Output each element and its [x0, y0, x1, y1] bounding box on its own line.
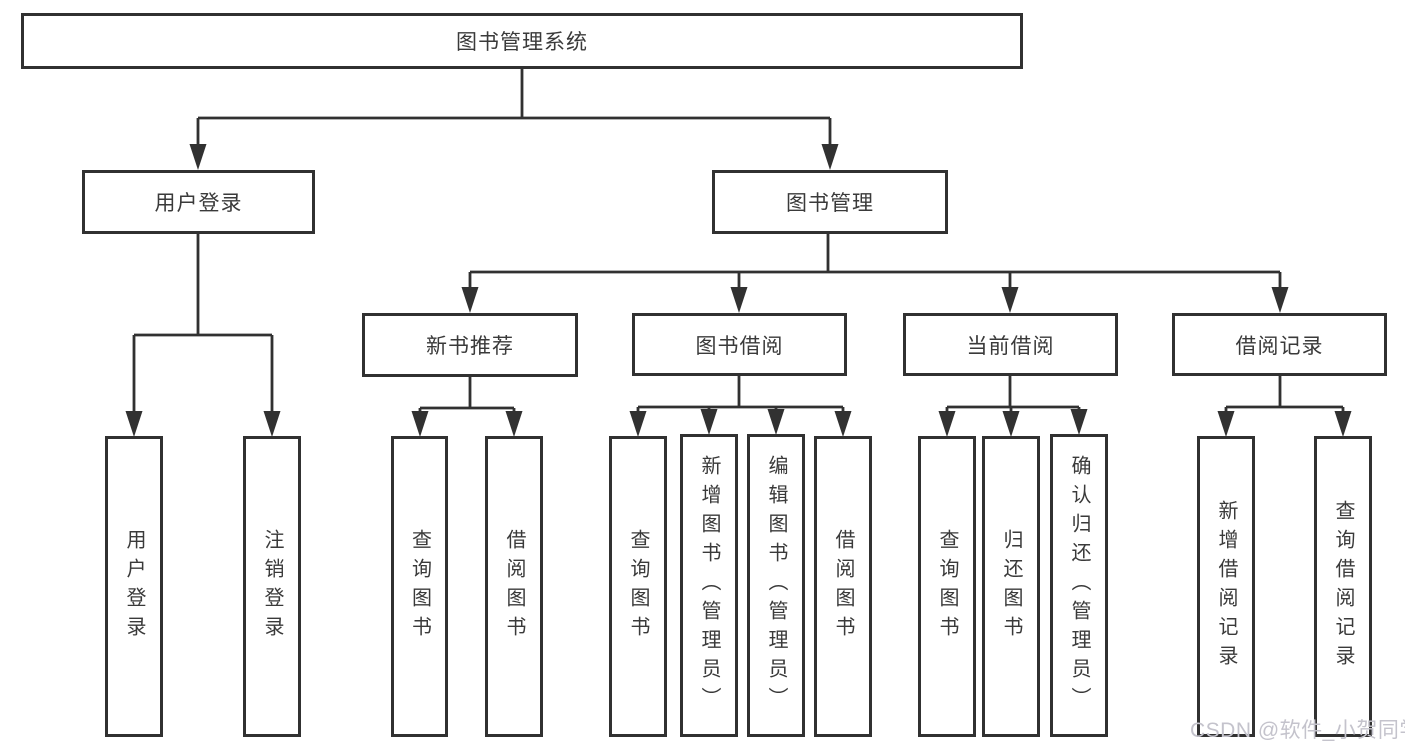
node-label: 注销登录 [261, 528, 283, 645]
leaf-cb-confirm-return: 确认归还（管理员） [1050, 434, 1108, 737]
node-user-login: 用户登录 [82, 170, 315, 234]
node-label: 借阅图书 [832, 528, 854, 645]
node-label: 归还图书 [1000, 528, 1022, 645]
node-label: 新增借阅记录 [1215, 499, 1237, 674]
node-label: 确认归还（管理员） [1068, 455, 1090, 716]
node-label: 图书管理 [786, 192, 874, 215]
node-label: 借阅记录 [1235, 334, 1324, 358]
node-book-management: 图书管理 [712, 170, 948, 234]
leaf-cb-return-books: 归还图书 [982, 436, 1040, 737]
leaf-bb-edit-books: 编辑图书（管理员） [747, 434, 805, 737]
node-label: 编辑图书（管理员） [765, 455, 787, 716]
node-label: 图书管理系统 [456, 31, 588, 54]
node-label: 用户登录 [123, 528, 145, 645]
node-label: 查询图书 [408, 528, 431, 645]
node-label: 借阅图书 [503, 528, 525, 645]
node-label: 新增图书（管理员） [698, 455, 720, 716]
leaf-bb-borrow-books: 借阅图书 [814, 436, 872, 737]
csdn-watermark: CSDN @软件_小贺同学 [1190, 719, 1405, 742]
node-label: 用户登录 [154, 192, 243, 215]
node-new-book-recommend: 新书推荐 [362, 313, 578, 377]
node-label: 新书推荐 [426, 335, 514, 358]
node-label: 查询图书 [627, 528, 649, 645]
leaf-nbr-borrow-books: 借阅图书 [485, 436, 543, 737]
node-book-borrowing: 图书借阅 [632, 313, 847, 376]
node-label: 图书借阅 [695, 334, 784, 358]
leaf-logout: 注销登录 [243, 436, 301, 737]
node-label: 查询借阅记录 [1332, 499, 1354, 674]
leaf-br-query-record: 查询借阅记录 [1314, 436, 1372, 737]
node-current-borrowing: 当前借阅 [903, 313, 1118, 376]
leaf-nbr-query-books: 查询图书 [391, 436, 448, 737]
leaf-bb-add-books: 新增图书（管理员） [680, 434, 738, 737]
node-library-management-system: 图书管理系统 [21, 13, 1023, 69]
leaf-br-add-record: 新增借阅记录 [1197, 436, 1255, 737]
leaf-bb-query-books: 查询图书 [609, 436, 667, 737]
node-label: 当前借阅 [966, 334, 1055, 358]
leaf-user-login: 用户登录 [105, 436, 163, 737]
leaf-cb-query-books: 查询图书 [918, 436, 976, 737]
node-label: 查询图书 [936, 528, 958, 645]
node-borrowing-records: 借阅记录 [1172, 313, 1387, 376]
